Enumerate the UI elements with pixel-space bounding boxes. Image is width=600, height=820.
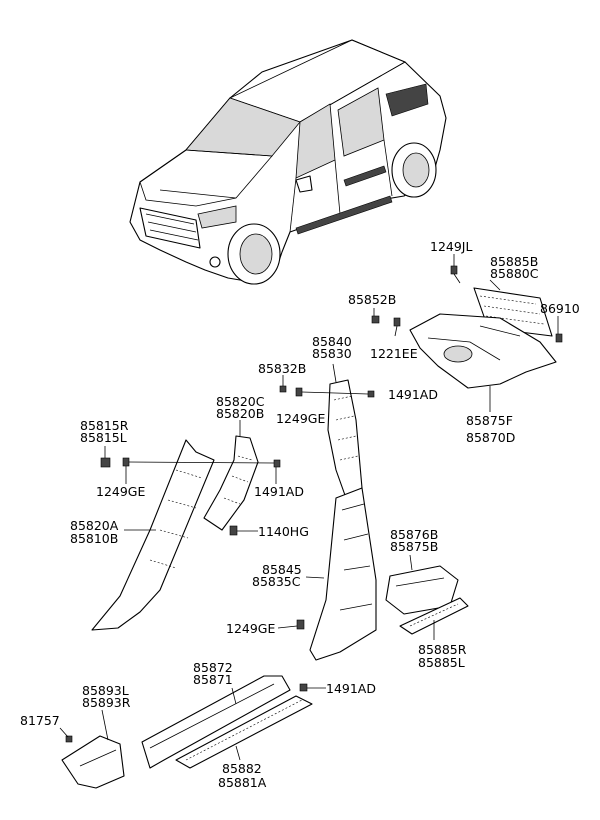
label-85885b: 85885B	[490, 254, 538, 269]
c-pillar-trim-part	[279, 379, 375, 499]
label-1249ge-lower: 1249GE	[226, 621, 275, 636]
front-sill-trim-part	[141, 675, 291, 769]
label-85852b: 85852B	[348, 292, 396, 307]
label-1221ee: 1221EE	[370, 346, 418, 361]
scuff-plate-front-part	[175, 695, 313, 769]
quarter-trim-85875f-part	[371, 313, 557, 389]
label-85810b: 85810B	[70, 531, 118, 546]
label-85832b: 85832B	[258, 361, 306, 376]
label-1249ge-middle: 1249GE	[96, 484, 145, 499]
screw-1249jl-icon	[450, 265, 461, 284]
label-85880c: 85880C	[490, 266, 539, 281]
label-86910: 86910	[540, 301, 580, 316]
label-85872: 85872	[193, 660, 233, 675]
label-85885l: 85885L	[418, 655, 465, 670]
label-85835c: 85835C	[252, 574, 301, 589]
a-pillar-trim-part	[91, 439, 215, 631]
label-85840: 85840	[312, 334, 352, 349]
label-85893r: 85893R	[82, 695, 131, 710]
leader-lines	[59, 254, 559, 761]
part-number-labels: 1249JL 85885B 85880C 86910 85852B 1221EE…	[20, 239, 580, 790]
a-pillar-lower-trim-part	[203, 435, 281, 536]
label-1491ad-upper: 1491AD	[388, 387, 438, 402]
label-85875b: 85875B	[390, 539, 438, 554]
label-1249ge-upper: 1249GE	[276, 411, 325, 426]
b-pillar-trim-part	[296, 487, 377, 692]
label-85820c: 85820C	[216, 394, 265, 409]
label-85882: 85882	[222, 761, 262, 776]
cowl-cover-part	[61, 735, 125, 789]
label-85845: 85845	[262, 562, 302, 577]
clip-86910-icon	[555, 333, 563, 343]
scuff-plate-rear-part	[399, 597, 469, 635]
label-81757: 81757	[20, 713, 60, 728]
label-1491ad-middle: 1491AD	[254, 484, 304, 499]
label-85815l: 85815L	[80, 430, 127, 445]
label-85815r: 85815R	[80, 418, 129, 433]
label-1140hg: 1140HG	[258, 524, 309, 539]
label-85830: 85830	[312, 346, 352, 361]
vehicle-illustration	[129, 39, 447, 285]
label-85871: 85871	[193, 672, 233, 687]
label-85820b: 85820B	[216, 406, 264, 421]
label-85881a: 85881A	[218, 775, 267, 790]
label-85876b: 85876B	[390, 527, 438, 542]
label-1491ad-lower: 1491AD	[326, 681, 376, 696]
label-85893l: 85893L	[82, 683, 129, 698]
label-85820a: 85820A	[70, 518, 119, 533]
label-85875f: 85875F	[466, 413, 513, 428]
label-85870d: 85870D	[466, 430, 515, 445]
label-85885r: 85885R	[418, 642, 467, 657]
label-1249jl: 1249JL	[430, 239, 472, 254]
